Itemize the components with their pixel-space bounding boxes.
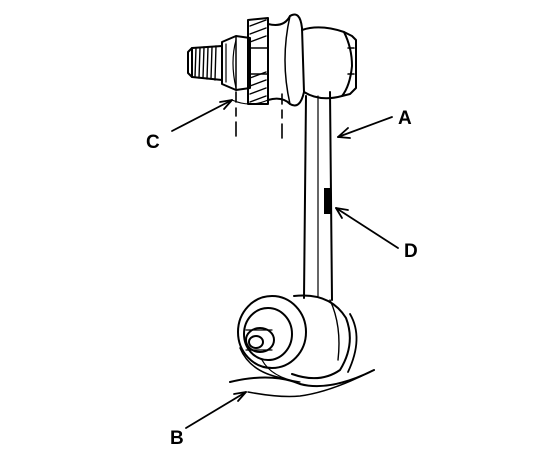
lower-threaded-stud bbox=[245, 327, 275, 353]
callout-b: B bbox=[170, 428, 184, 449]
alignment-mark bbox=[324, 188, 331, 214]
leader-arrows bbox=[171, 99, 399, 429]
mounting-bracket-section bbox=[247, 17, 269, 105]
lock-nut bbox=[221, 35, 251, 91]
stabilizer-bar bbox=[229, 359, 375, 398]
dust-boot bbox=[267, 13, 305, 107]
threaded-stud bbox=[187, 45, 223, 81]
upper-ball-joint bbox=[187, 13, 357, 107]
callout-c: C bbox=[146, 132, 160, 153]
stabilizer-link-rod bbox=[303, 91, 333, 301]
callout-d: D bbox=[404, 241, 418, 262]
callout-a: A bbox=[398, 108, 412, 129]
joint-housing bbox=[301, 26, 357, 100]
lower-ball-joint bbox=[237, 294, 358, 380]
clearance-dimension-c bbox=[231, 91, 283, 139]
